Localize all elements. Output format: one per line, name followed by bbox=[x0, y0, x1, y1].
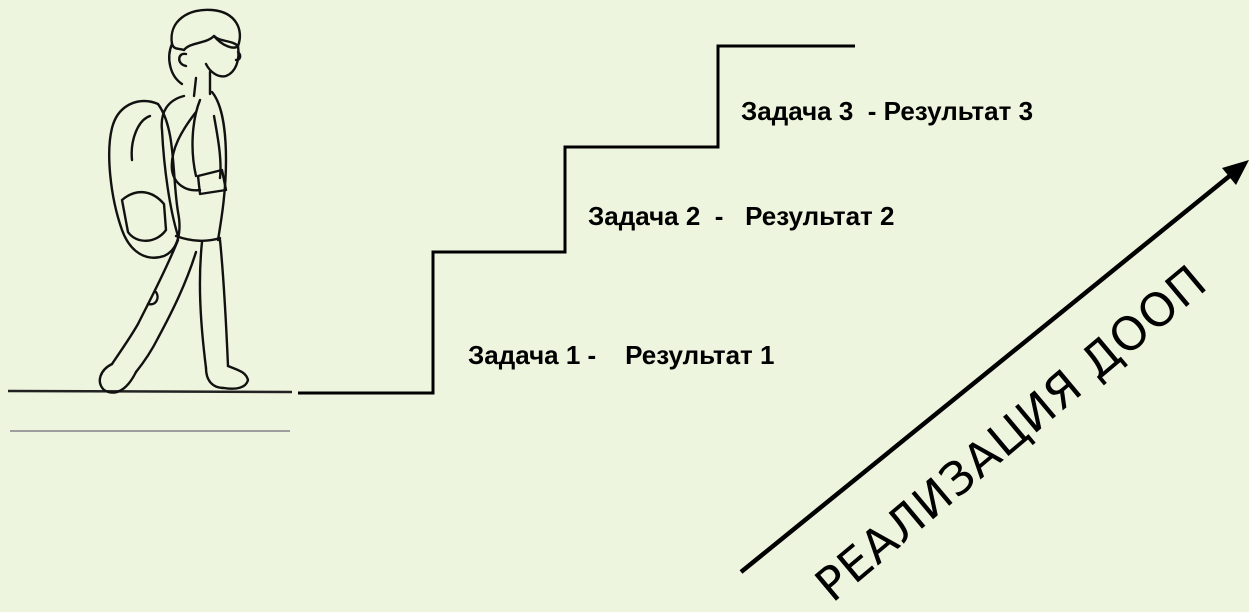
progress-arrow-head bbox=[1222, 160, 1249, 185]
step-2-label: Задача 2 - Результат 2 bbox=[588, 201, 894, 232]
student-with-backpack-icon bbox=[98, 8, 250, 394]
progress-arrow-shaft bbox=[739, 172, 1234, 574]
step-3-task: Задача 3 - bbox=[741, 96, 877, 126]
step-1-task: Задача 1 - bbox=[468, 340, 597, 370]
ground-line bbox=[7, 389, 293, 394]
step-1-result: Результат 1 bbox=[625, 340, 775, 370]
step-3-result: Результат 3 bbox=[883, 96, 1034, 126]
step-3-gap bbox=[876, 96, 883, 126]
staircase bbox=[298, 44, 855, 395]
step-1-label: Задача 1 - Результат 1 bbox=[468, 340, 774, 371]
step-2-gap bbox=[723, 201, 745, 231]
step-3-label: Задача 3 - Результат 3 bbox=[741, 96, 1033, 127]
diagram-canvas bbox=[7, 8, 1249, 574]
step-2-result: Результат 2 bbox=[745, 201, 895, 231]
step-1-gap bbox=[596, 340, 625, 370]
step-2-task: Задача 2 - bbox=[588, 201, 724, 231]
